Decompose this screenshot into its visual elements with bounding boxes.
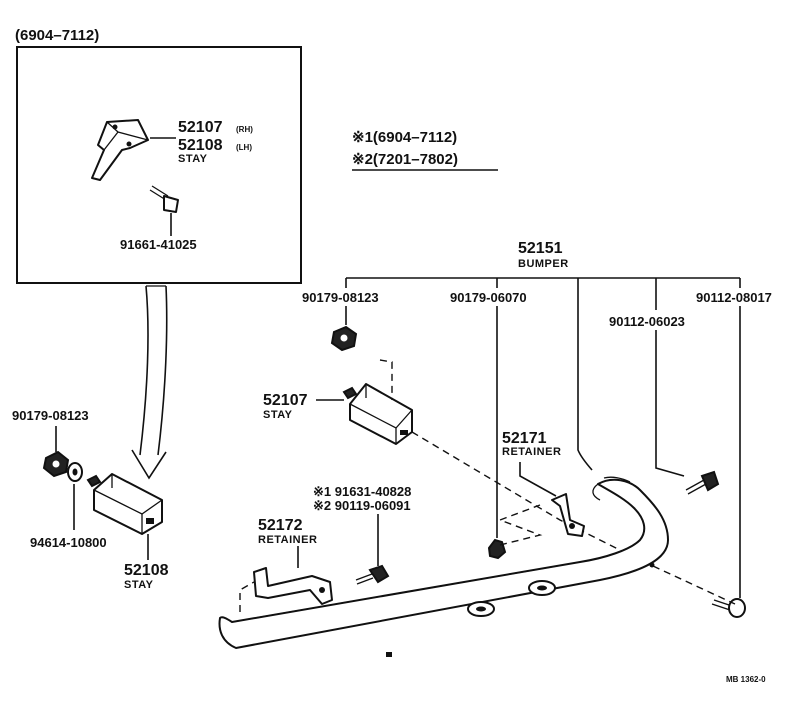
stay-left-bracket-icon	[86, 473, 163, 535]
retainer-right-name: RETAINER	[502, 446, 561, 458]
stay-right-name: STAY	[263, 409, 293, 421]
bolt-b-number: 90112-08017	[696, 290, 772, 305]
inset-arrow-icon	[131, 285, 168, 480]
bumper-callout-tree	[345, 277, 741, 471]
note-1: ※1(6904–7112)	[352, 129, 457, 146]
washer-icon	[67, 462, 83, 482]
inset-panel: (6904–7112) 52107 (RH) 52108 (LH) STAY 9…	[15, 27, 302, 284]
bolt-b-icon	[711, 598, 746, 618]
inset-stay-rh-side: (RH)	[236, 125, 253, 134]
inset-stay-lh-side: (LH)	[236, 143, 252, 152]
screw-number-2: ※2 90119-06091	[313, 498, 411, 513]
inset-range-label: (6904–7112)	[15, 27, 99, 44]
retainer-left-icon	[253, 567, 333, 605]
inset-bolt-number: 91661-41025	[120, 237, 197, 252]
bumper-icon	[218, 476, 669, 657]
nut-left-number: 90179-08123	[12, 408, 89, 423]
retainer-left-name: RETAINER	[258, 534, 317, 546]
bolt-a-icon	[685, 470, 720, 495]
nut-right-icon	[330, 325, 358, 352]
stay-right-bracket-icon	[342, 383, 413, 445]
stay-left-number: 52108	[124, 562, 169, 579]
reference-code: MB 1362-0	[726, 675, 766, 684]
note-2: ※2(7201–7802)	[352, 151, 458, 168]
washer-number: 94614-10800	[30, 535, 107, 550]
bumper-part-name: BUMPER	[518, 258, 569, 270]
bumper-part-number: 52151	[518, 240, 563, 257]
nut-left-icon	[42, 450, 70, 478]
inset-stay-name: STAY	[178, 153, 208, 165]
inset-stay-lh-number: 52108	[178, 137, 223, 154]
inset-stay-rh-number: 52107	[178, 119, 223, 136]
stay-right-number: 52107	[263, 392, 308, 409]
inset-stay-bracket-icon	[91, 119, 149, 181]
inset-bolt-icon	[149, 185, 179, 213]
clip-number: 90179-06070	[450, 290, 527, 305]
screw-number-1: ※1 91631-40828	[313, 484, 411, 499]
retainer-right-icon	[551, 493, 585, 537]
retainer-right-number: 52171	[502, 430, 547, 447]
nut-right-number: 90179-08123	[302, 290, 379, 305]
clip-icon	[487, 538, 507, 560]
retainer-left-number: 52172	[258, 517, 303, 534]
screw-icon	[355, 564, 390, 585]
stay-left-name: STAY	[124, 579, 154, 591]
bolt-a-number: 90112-06023	[609, 314, 685, 329]
